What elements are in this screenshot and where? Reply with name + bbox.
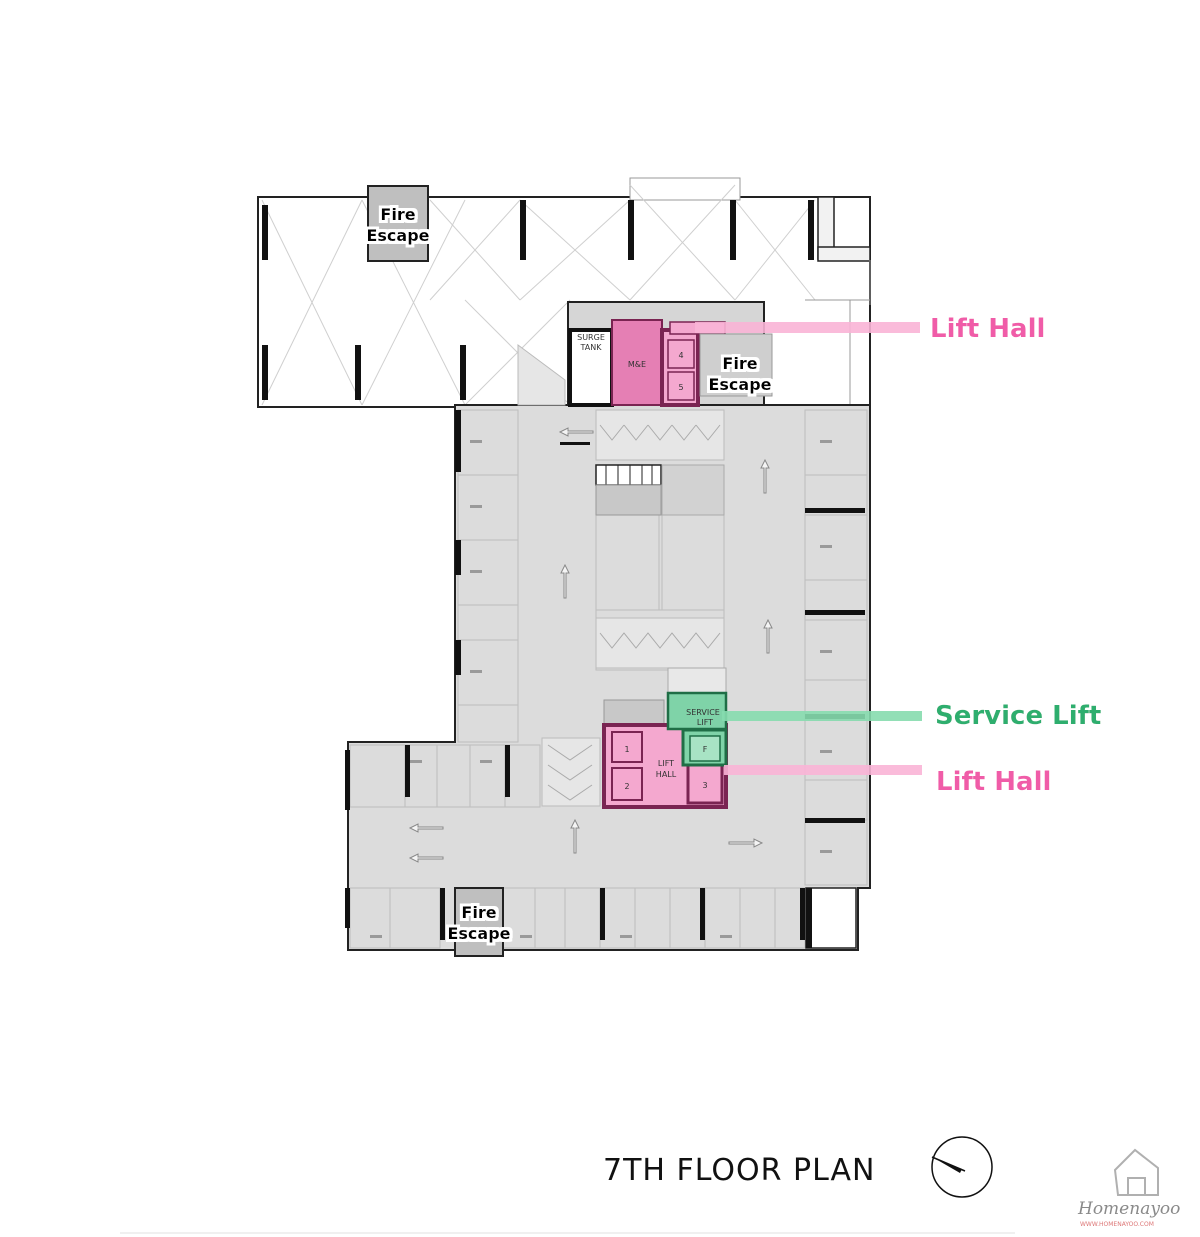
service-lift-inner-label-2: LIFT (697, 718, 713, 727)
north-arrow-icon (931, 1136, 993, 1198)
fire-escape-bottom-label-2: Escape (447, 924, 510, 943)
fire-escape-top-left-label-2: Escape (366, 226, 429, 245)
parking-deck (345, 344, 871, 951)
lower-core (602, 691, 728, 809)
lift-hall-inner-label-2: HALL (656, 770, 677, 779)
service-lift-inner-label-1: SERVICE (686, 708, 720, 717)
lift-hall-inner-label-1: LIFT (658, 759, 674, 768)
me-room-label: M&E (628, 360, 646, 369)
brand-url: WWW.HOMENAYOO.COM (1080, 1221, 1154, 1228)
ramp-middle (595, 617, 725, 669)
brand-logo: Homenayoo WWW.HOMENAYOO.COM (1077, 1148, 1180, 1228)
lift-4-label: 4 (678, 351, 683, 360)
fire-escape-bottom-label-1: Fire (461, 903, 496, 922)
fire-escape-upper-core-label-2: Escape (708, 375, 771, 394)
fire-escape-stairs (367, 185, 504, 957)
lift-2-label: 2 (624, 782, 629, 791)
ramp-upper (595, 409, 725, 461)
callout-lines (695, 322, 922, 775)
callout-service-lift: Service Lift (935, 701, 1101, 731)
plan-title: 7TH FLOOR PLAN (603, 1153, 875, 1188)
callout-lift-hall-bottom: Lift Hall (936, 767, 1051, 797)
surge-tank-label-1: SURGE (577, 333, 605, 342)
surge-tank-label-2: TANK (580, 343, 603, 352)
callout-lift-hall-top: Lift Hall (930, 314, 1045, 344)
lift-5-label: 5 (678, 383, 683, 392)
brand-name: Homenayoo (1077, 1199, 1180, 1219)
ramp-lower (541, 737, 601, 807)
fire-escape-upper-core-label-1: Fire (722, 354, 757, 373)
fire-escape-top-left-label-1: Fire (380, 205, 415, 224)
fire-lift-label: F (703, 745, 708, 754)
upper-wing (257, 177, 871, 408)
lift-1-label: 1 (624, 745, 629, 754)
lift-3-label: 3 (702, 781, 707, 790)
